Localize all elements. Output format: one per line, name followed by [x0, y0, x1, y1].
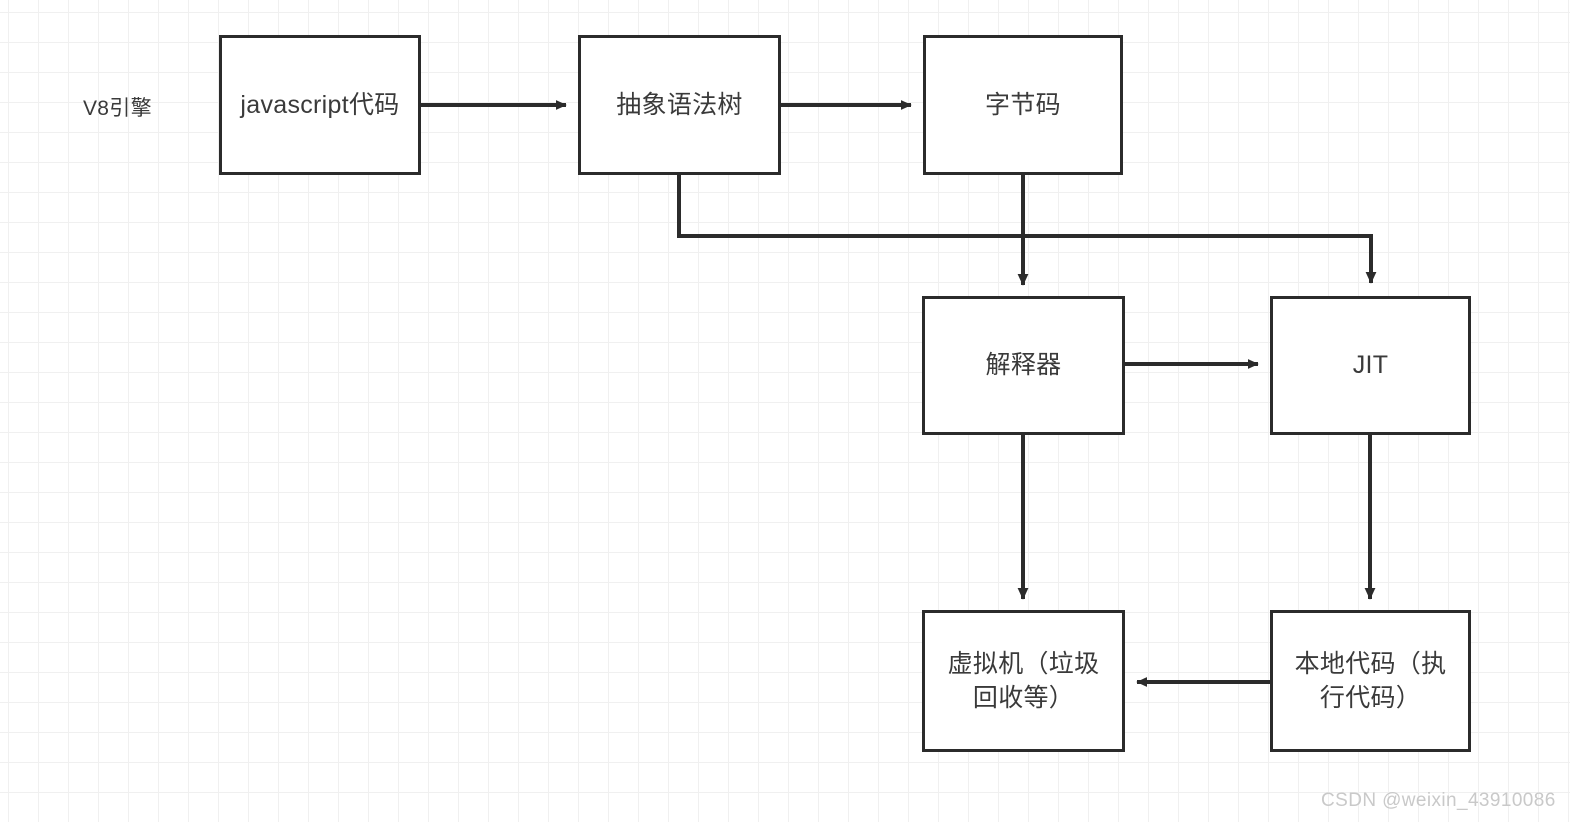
node-javascript-code-label: javascript代码 [240, 90, 400, 119]
node-jit-label: JIT [1352, 351, 1389, 380]
node-javascript-code[interactable]: javascript代码 [219, 35, 421, 175]
node-abstract-syntax-tree-label: 抽象语法树 [616, 90, 743, 119]
node-native-code[interactable]: 本地代码（执行代码） [1270, 610, 1471, 752]
node-bytecode-label: 字节码 [985, 90, 1061, 119]
node-jit[interactable]: JIT [1270, 296, 1471, 435]
node-interpreter-label: 解释器 [985, 351, 1062, 380]
node-abstract-syntax-tree[interactable]: 抽象语法树 [578, 35, 781, 175]
node-virtual-machine[interactable]: 虚拟机（垃圾回收等） [922, 610, 1125, 752]
engine-label: V8引擎 [83, 97, 152, 120]
node-virtual-machine-label: 虚拟机（垃圾回收等） [947, 649, 1100, 713]
watermark-text: CSDN @weixin_43910086 [1321, 790, 1556, 811]
node-interpreter[interactable]: 解释器 [922, 296, 1125, 435]
node-native-code-label: 本地代码（执行代码） [1294, 649, 1447, 713]
node-bytecode[interactable]: 字节码 [923, 35, 1123, 175]
edge-ast-to-jit [677, 175, 1377, 284]
